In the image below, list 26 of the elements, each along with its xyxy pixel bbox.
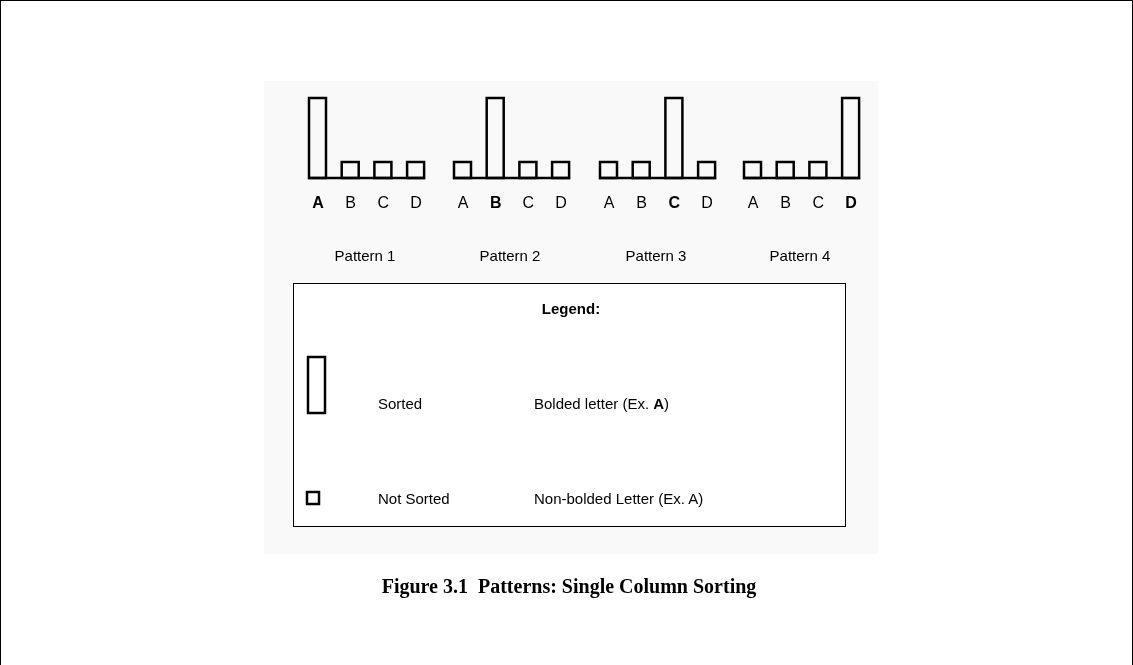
legend-description: Bolded letter (Ex. A) (534, 395, 670, 411)
column-letter: A (747, 195, 759, 211)
pattern-label: Pattern 3 (625, 247, 687, 263)
figure-caption: Figure 3.1 Patterns: Single Column Sorting (381, 574, 757, 598)
column-letter: C (812, 195, 825, 211)
pattern-label: Pattern 1 (334, 247, 396, 263)
column-letter: D (555, 195, 567, 211)
column-letter: B (636, 195, 647, 211)
pattern-label: Pattern 2 (479, 247, 541, 263)
legend-description: Non-bolded Letter (Ex. A) (534, 490, 704, 506)
column-letter: B (489, 195, 502, 211)
column-letter: B (780, 195, 791, 211)
column-letter: C (668, 195, 681, 211)
column-letter: B (345, 195, 356, 211)
column-letter: C (522, 195, 535, 211)
column-letter: A (457, 195, 469, 211)
legend-text: Not Sorted (378, 490, 450, 506)
column-letter: A (312, 195, 324, 211)
legend-text: Sorted (378, 395, 423, 411)
column-letter: A (603, 195, 615, 211)
column-letter: D (701, 195, 713, 211)
column-letter: D (410, 195, 422, 211)
legend-title: Legend: (541, 300, 601, 316)
column-letter: D (845, 195, 857, 211)
pattern-label: Pattern 4 (769, 247, 831, 263)
column-letter: C (377, 195, 390, 211)
